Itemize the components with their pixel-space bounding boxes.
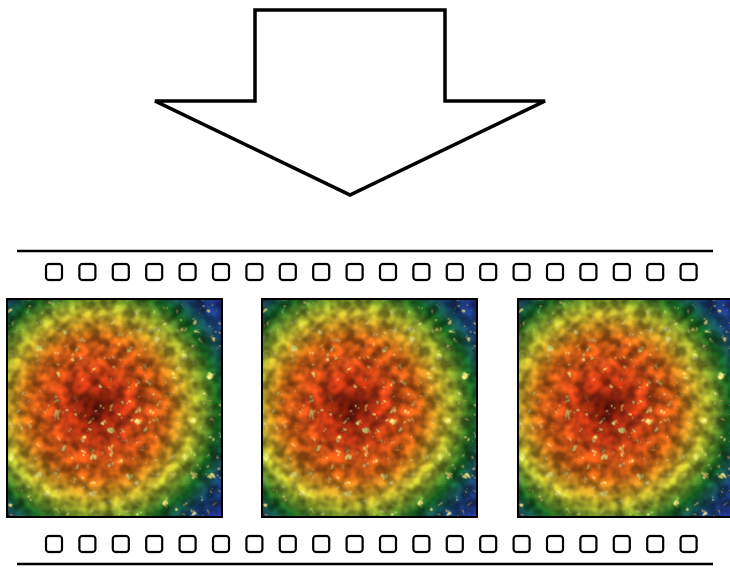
- film-perforation-bottom: [345, 534, 364, 554]
- film-perforation-top: [145, 262, 164, 282]
- film-perforation-bottom: [145, 534, 164, 554]
- film-perforation-bottom: [44, 534, 64, 554]
- film-perforation-top: [312, 262, 331, 282]
- film-perforation-top: [646, 262, 665, 282]
- film-perforation-bottom: [579, 534, 598, 554]
- film-perforation-bottom: [412, 534, 431, 554]
- film-frame-2: [261, 298, 478, 518]
- film-perforation-top: [512, 262, 531, 282]
- film-perforation-bottom: [278, 534, 297, 554]
- film-perforation-bottom: [646, 534, 665, 554]
- film-perforation-bottom: [111, 534, 130, 554]
- film-frame-3: [517, 298, 730, 518]
- film-frame-1: [6, 298, 223, 518]
- film-perforation-top: [278, 262, 297, 282]
- film-perforation-bottom: [178, 534, 197, 554]
- film-perforation-top: [679, 262, 698, 282]
- film-perforation-top: [545, 262, 565, 282]
- film-perforation-top: [378, 262, 398, 282]
- film-perforation-top: [245, 262, 264, 282]
- film-perforation-top: [211, 262, 231, 282]
- film-perforation-bottom: [245, 534, 264, 554]
- film-perforation-bottom: [78, 534, 97, 554]
- film-perforation-top: [345, 262, 364, 282]
- film-perforation-top: [612, 262, 631, 282]
- film-perforation-bottom: [612, 534, 631, 554]
- film-perforation-top: [78, 262, 97, 282]
- film-perforation-bottom: [312, 534, 331, 554]
- down-arrow-icon: [154, 8, 546, 197]
- film-perforation-bottom: [378, 534, 398, 554]
- film-perforation-bottom: [679, 534, 698, 554]
- film-perforation-top: [412, 262, 431, 282]
- film-perforation-bottom: [479, 534, 498, 554]
- film-perforation-bottom: [512, 534, 531, 554]
- film-perforation-bottom: [211, 534, 231, 554]
- film-perforation-bottom: [545, 534, 565, 554]
- film-perforation-top: [445, 262, 464, 282]
- film-perforation-top: [479, 262, 498, 282]
- film-perforation-top: [178, 262, 197, 282]
- perforation-row-bottom: [44, 534, 698, 554]
- film-perforation-top: [44, 262, 64, 282]
- film-perforation-bottom: [445, 534, 464, 554]
- perforation-row-top: [44, 262, 698, 282]
- film-perforation-top: [579, 262, 598, 282]
- film-perforation-top: [111, 262, 130, 282]
